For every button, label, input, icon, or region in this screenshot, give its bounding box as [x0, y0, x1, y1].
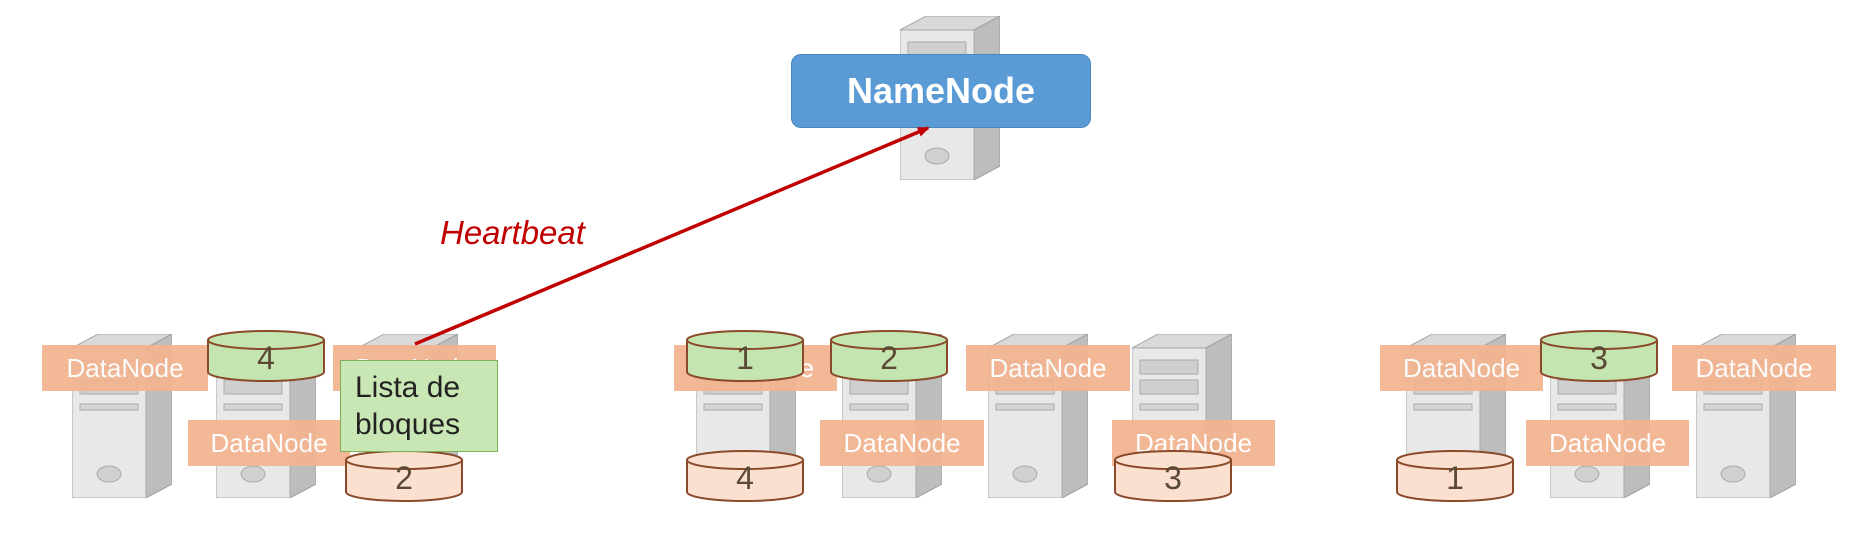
datanode-label: DataNode	[1672, 345, 1836, 391]
data-block-primary: 1	[686, 330, 804, 382]
block-report-box: Lista de bloques	[340, 360, 498, 452]
data-block-primary: 2	[830, 330, 948, 382]
data-block-replica: 4	[686, 450, 804, 502]
block-number: 1	[1446, 460, 1464, 496]
data-block-primary: 3	[1540, 330, 1658, 382]
block-number: 4	[257, 340, 275, 376]
datanode-label: DataNode	[42, 345, 208, 391]
data-block-primary: 4	[207, 330, 325, 382]
datanode-label: DataNode	[188, 420, 350, 466]
block-number: 1	[736, 340, 754, 376]
data-block-replica: 1	[1396, 450, 1514, 502]
block-number: 3	[1164, 460, 1182, 496]
block-number: 3	[1590, 340, 1608, 376]
data-block-replica: 3	[1114, 450, 1232, 502]
datanode-label: DataNode	[820, 420, 984, 466]
heartbeat-label: Heartbeat	[440, 214, 585, 251]
namenode-label: NameNode	[791, 54, 1091, 128]
data-block-replica: 2	[345, 450, 463, 502]
datanode-label: DataNode	[1526, 420, 1689, 466]
block-number: 2	[395, 460, 413, 496]
block-number: 4	[736, 460, 754, 496]
block-number: 2	[880, 340, 898, 376]
datanode-label: DataNode	[966, 345, 1130, 391]
datanode-label: DataNode	[1380, 345, 1543, 391]
